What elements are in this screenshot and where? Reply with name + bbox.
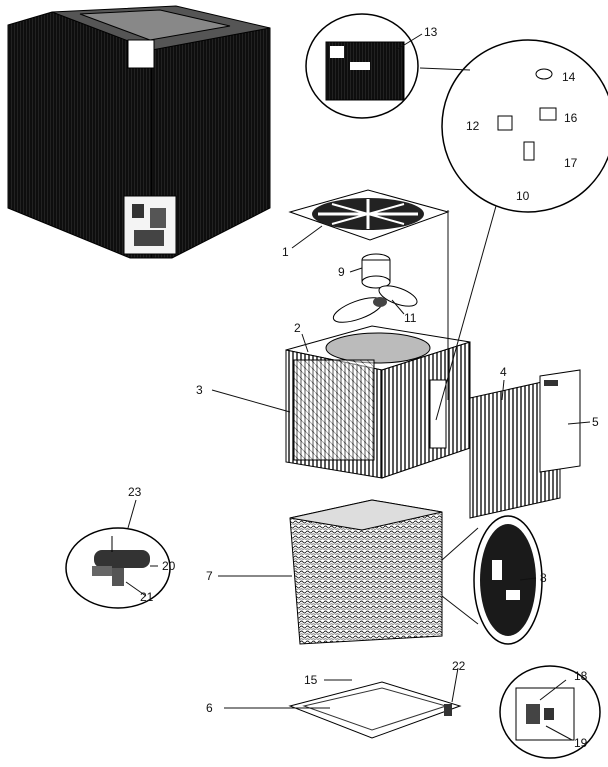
- callout-2: 2: [294, 321, 301, 335]
- fan-motor: [361, 253, 391, 289]
- condenser-coil: [289, 499, 443, 645]
- callout-5: 5: [592, 415, 599, 429]
- callout-7: 7: [206, 569, 213, 583]
- callout-14: 14: [562, 70, 576, 84]
- callout-13: 13: [424, 25, 438, 39]
- callout-18: 18: [574, 669, 588, 683]
- fastener: [444, 704, 452, 716]
- control-board-detail-oval: [305, 13, 419, 119]
- top-panel-and-cabinet: [285, 325, 471, 479]
- service-valve-detail-oval: [65, 527, 171, 609]
- callout-9: 9: [338, 265, 345, 279]
- callout-20: 20: [162, 559, 176, 573]
- callout-23: 23: [128, 485, 142, 499]
- callout-10: 10: [516, 189, 530, 203]
- callout-19: 19: [574, 736, 588, 750]
- callout-8: 8: [540, 571, 547, 585]
- controls-detail-circle: [419, 39, 608, 421]
- callout-22: 22: [452, 659, 466, 673]
- compressor-detail-oval: [441, 515, 543, 645]
- callout-12: 12: [466, 119, 480, 133]
- fan-guard-top-grille: [288, 189, 450, 241]
- base-pan: [288, 681, 462, 739]
- callout-4: 4: [500, 365, 507, 379]
- callout-3: 3: [196, 383, 203, 397]
- callout-labels: 1 2 3 4 5 6 7 8 9 10 11 12 13 14 15 16 1…: [128, 25, 599, 750]
- callout-21: 21: [140, 590, 154, 604]
- callout-16: 16: [564, 111, 578, 125]
- callout-1: 1: [282, 245, 289, 259]
- callout-11: 11: [404, 311, 417, 325]
- leader-lines: [125, 33, 591, 741]
- callout-6: 6: [206, 701, 213, 715]
- fan-blade: [332, 285, 418, 323]
- callout-17: 17: [564, 156, 578, 170]
- side-access-panel: [469, 369, 581, 519]
- assembled-unit-illustration: [7, 5, 271, 259]
- callout-15: 15: [304, 673, 318, 687]
